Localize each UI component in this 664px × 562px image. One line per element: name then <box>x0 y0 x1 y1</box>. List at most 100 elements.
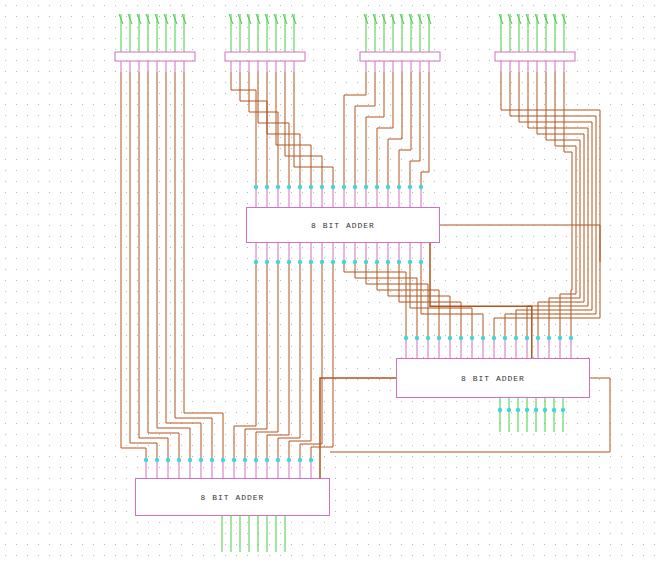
pin-lead <box>411 61 412 72</box>
wire <box>410 262 472 338</box>
pin-dot <box>503 336 507 340</box>
pin-mark <box>391 14 395 24</box>
pin-mark <box>292 14 296 24</box>
pin-dot <box>298 260 302 264</box>
wire <box>256 262 278 460</box>
wire <box>537 72 584 338</box>
pin-lead <box>560 338 561 358</box>
pin-dot <box>534 408 538 412</box>
pin-dot <box>375 185 379 189</box>
pin-dot <box>155 458 159 462</box>
pin-dot <box>342 185 346 189</box>
pin-dot <box>320 260 324 264</box>
connector-block <box>115 52 195 61</box>
wire <box>377 72 393 187</box>
pin-dot <box>144 458 148 462</box>
wire <box>240 72 267 187</box>
pin-lead <box>256 243 257 262</box>
pin-mark <box>164 14 168 24</box>
pin-dot <box>353 260 357 264</box>
pin-dot <box>342 260 346 264</box>
pin-mark <box>382 14 386 24</box>
pin-lead <box>510 61 511 72</box>
pin-mark <box>544 14 548 24</box>
pin-mark <box>508 14 512 24</box>
wire <box>564 72 572 338</box>
pin-dot <box>309 185 313 189</box>
pin-lead <box>421 187 422 207</box>
pin-lead <box>549 338 550 358</box>
wire <box>184 72 223 460</box>
wire <box>388 72 402 187</box>
pin-mark <box>119 14 123 24</box>
pin-mark <box>274 14 278 24</box>
pin-lead <box>139 61 140 72</box>
pin-lead <box>564 61 565 72</box>
pin-lead <box>184 61 185 72</box>
pin-lead <box>289 187 290 207</box>
pin-lead <box>388 243 389 262</box>
pin-lead <box>190 460 191 478</box>
pin-lead <box>410 187 411 207</box>
output-lead <box>276 516 277 552</box>
bus-connector <box>430 243 532 358</box>
pin-dot <box>166 458 170 462</box>
pin-dot <box>561 408 565 412</box>
wire <box>366 72 384 187</box>
pin-dot <box>386 260 390 264</box>
wire <box>148 72 179 460</box>
pin-lead <box>461 338 462 358</box>
pin-lead <box>289 460 290 478</box>
wire <box>555 72 576 338</box>
pin-lead <box>267 460 268 478</box>
wire <box>355 262 417 338</box>
pin-dot <box>448 336 452 340</box>
pin-mark <box>499 14 503 24</box>
connector-block <box>495 52 575 61</box>
pin-lead <box>223 460 224 478</box>
pin-lead <box>267 61 268 72</box>
pin-lead <box>333 243 334 262</box>
pin-lead <box>439 338 440 358</box>
wire <box>388 262 450 338</box>
pin-dot <box>276 185 280 189</box>
pin-mark <box>400 14 404 24</box>
pin-mark <box>229 14 233 24</box>
pin-mark <box>409 14 413 24</box>
output-lead <box>554 398 555 432</box>
wire <box>285 72 322 187</box>
pin-lead <box>258 61 259 72</box>
wire <box>440 225 600 262</box>
pin-lead <box>505 338 506 358</box>
pin-lead <box>420 61 421 72</box>
pin-dot <box>375 260 379 264</box>
pin-dot <box>254 185 258 189</box>
pin-lead <box>537 61 538 72</box>
pin-dot <box>470 336 474 340</box>
output-lead <box>545 398 546 432</box>
wire <box>258 72 289 187</box>
pin-lead <box>402 61 403 72</box>
pin-dot <box>243 458 247 462</box>
pin-dot <box>426 336 430 340</box>
pin-dot <box>552 408 556 412</box>
pin-dot <box>254 458 258 462</box>
adder-label: 8 BIT ADDER <box>201 493 265 502</box>
pin-dot <box>386 185 390 189</box>
pin-dot <box>265 260 269 264</box>
pin-dot <box>419 260 423 264</box>
pin-dot <box>353 185 357 189</box>
pin-lead <box>267 187 268 207</box>
wire <box>546 72 580 338</box>
pin-dot <box>437 336 441 340</box>
pin-mark <box>553 14 557 24</box>
pin-lead <box>344 187 345 207</box>
pin-dot <box>516 408 520 412</box>
pin-lead <box>399 243 400 262</box>
pin-lead <box>375 61 376 72</box>
pin-dot <box>492 336 496 340</box>
wire <box>267 72 300 187</box>
pin-dot <box>199 458 203 462</box>
pin-dot <box>525 408 529 412</box>
